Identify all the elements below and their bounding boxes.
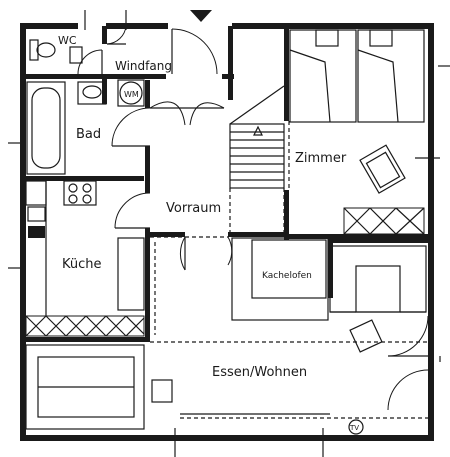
tv-icon (348, 419, 364, 435)
fireplace-bench (329, 245, 427, 313)
kitchen-room: Küche (25, 180, 156, 337)
bad-label: Bad (76, 127, 101, 142)
wc-label: WC (58, 34, 77, 47)
kueche-label: Küche (62, 257, 102, 272)
bath-room: WM Bad (26, 79, 151, 175)
stair-arrow-icon (253, 125, 263, 136)
vorraum-label: Vorraum (166, 201, 221, 216)
wc-sink-icon (69, 46, 83, 64)
outer-walls (20, 23, 434, 441)
hallway-room: Vorraum (149, 101, 233, 271)
bathtub-icon (26, 81, 66, 175)
kitchen-sink-icon (27, 206, 46, 222)
toilet-icon (36, 42, 56, 58)
tiled-stove-icon (231, 237, 329, 321)
bedroom-room: Zimmer (288, 29, 425, 235)
washer-label: WM (124, 90, 139, 99)
washing-machine-icon (119, 81, 143, 105)
essen-wohnen-label: Essen/Wohnen (212, 365, 307, 380)
side-table-icon (349, 319, 383, 353)
sofa-icon (25, 344, 145, 430)
kitchen-cabinet-hatch (25, 315, 145, 337)
bed-right-icon (357, 29, 425, 123)
exterior-markers (8, 10, 450, 457)
bed-left-icon (289, 29, 357, 123)
windfang-room: Windfang (106, 25, 218, 75)
armchair-icon (359, 144, 406, 194)
stove-icon (63, 180, 97, 206)
wc-room: WC (29, 34, 103, 75)
stool-icon (151, 379, 173, 403)
interior-walls (24, 26, 429, 342)
kachelofen-label: Kachelofen (262, 271, 312, 281)
living-room: Kachelofen Essen/Wohnen TV (25, 237, 429, 435)
staircase (229, 85, 285, 232)
zimmer-label: Zimmer (295, 151, 347, 166)
bath-sink-icon (77, 81, 107, 105)
entrance-arrow-icon (190, 10, 212, 22)
windfang-label: Windfang (115, 59, 172, 73)
tv-label: TV (349, 424, 359, 432)
wardrobe-hatch (343, 207, 425, 235)
